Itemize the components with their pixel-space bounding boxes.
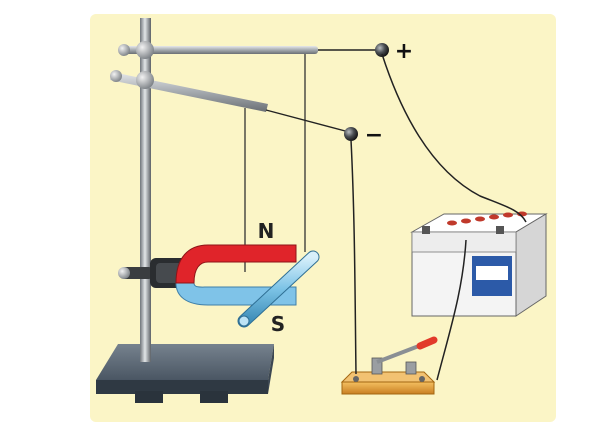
upper-arm: [120, 46, 318, 54]
wire-battery-to-switch: [436, 239, 467, 381]
negative-terminal-ball: [344, 127, 358, 141]
lower-clamp-knob: [136, 71, 154, 89]
stand-base-front: [96, 380, 268, 394]
north-pole-label: N: [258, 219, 275, 243]
switch-handle: [416, 336, 438, 350]
conductor-rod-icon: [237, 250, 320, 328]
knife-switch-icon: [340, 336, 438, 395]
negative-terminal-label: −: [365, 123, 383, 148]
iron-stand-icon: [96, 18, 318, 403]
positive-terminal-label: +: [395, 39, 413, 64]
stand-pole: [140, 18, 151, 362]
background-panel: [90, 14, 556, 422]
battery-icon: [410, 211, 548, 317]
switch-blade: [376, 342, 425, 364]
switch-base: [341, 381, 435, 395]
south-pole-label: S: [271, 312, 285, 336]
magnet-north-pole: [175, 244, 297, 284]
wire-negative-to-switch: [350, 139, 357, 375]
positive-terminal-ball: [375, 43, 389, 57]
stand-base: [96, 344, 274, 380]
wire-positive-to-battery: [381, 53, 527, 223]
upper-clamp-knob: [136, 41, 154, 59]
